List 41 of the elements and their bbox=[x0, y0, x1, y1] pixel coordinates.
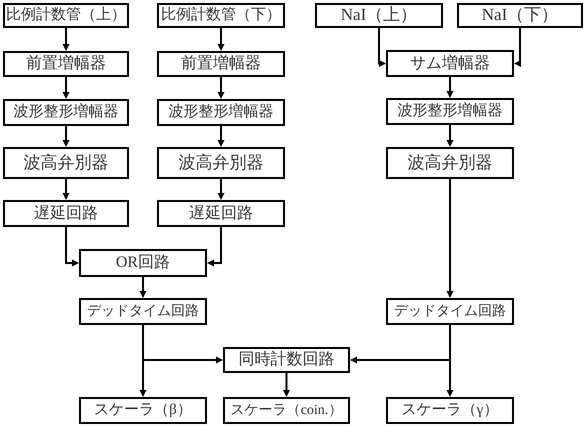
arrow bbox=[218, 28, 224, 51]
arrow bbox=[140, 277, 146, 298]
arrow bbox=[62, 77, 70, 99]
process-box: 前置増幅器 bbox=[3, 51, 129, 77]
process-box: 波形整形増幅器 bbox=[386, 98, 514, 125]
process-box: NaI（下） bbox=[457, 3, 583, 28]
process-box: スケーラ（γ） bbox=[386, 397, 514, 424]
process-box: 波高弁別器 bbox=[157, 147, 285, 179]
arrow bbox=[446, 125, 454, 147]
process-box: 波高弁別器 bbox=[3, 147, 129, 179]
arrow bbox=[350, 325, 451, 364]
process-box: NaI（上） bbox=[315, 3, 443, 28]
process-box: スケーラ（β） bbox=[79, 397, 207, 424]
arrow bbox=[283, 373, 290, 397]
process-box: OR回路 bbox=[79, 249, 207, 277]
process-box: スケーラ（coin.） bbox=[223, 397, 350, 424]
arrow bbox=[218, 77, 224, 99]
arrow bbox=[446, 179, 454, 298]
process-box: 同時計数回路 bbox=[223, 347, 350, 373]
process-box: 遅延回路 bbox=[3, 200, 129, 227]
process-box: 比例計数管（下） bbox=[157, 3, 285, 28]
arrow bbox=[207, 227, 222, 266]
arrow bbox=[62, 126, 70, 147]
arrow bbox=[218, 126, 224, 147]
process-box: 波高弁別器 bbox=[386, 147, 514, 179]
arrow bbox=[62, 28, 70, 51]
process-box: デッドタイム回路 bbox=[386, 298, 514, 325]
arrow bbox=[514, 28, 521, 67]
process-box: サム増幅器 bbox=[386, 50, 514, 77]
process-box: 前置増幅器 bbox=[157, 51, 285, 77]
process-box: 波形整形増幅器 bbox=[157, 99, 285, 126]
arrow bbox=[62, 179, 70, 200]
arrow bbox=[65, 227, 79, 266]
arrow bbox=[446, 77, 454, 98]
arrow bbox=[378, 28, 386, 67]
arrow bbox=[218, 179, 224, 200]
process-box: 波形整形増幅器 bbox=[3, 99, 129, 126]
process-box: 遅延回路 bbox=[157, 200, 285, 227]
process-box: 比例計数管（上） bbox=[3, 3, 129, 28]
process-box: デッドタイム回路 bbox=[79, 298, 207, 325]
arrow bbox=[142, 325, 223, 364]
